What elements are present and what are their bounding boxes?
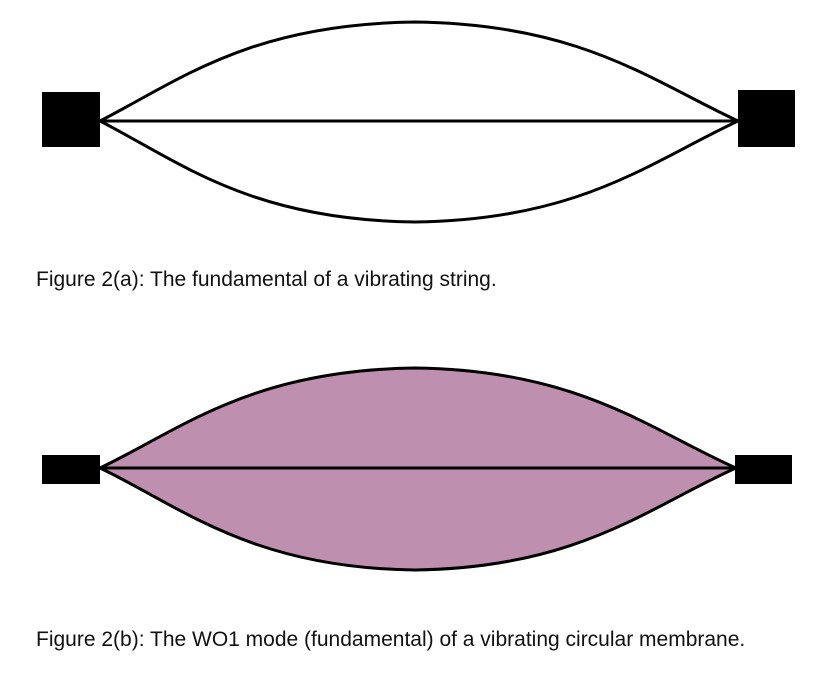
left-support-block xyxy=(42,92,100,147)
figure-2a-string-diagram xyxy=(42,20,795,224)
right-support-block xyxy=(738,90,795,147)
figure-2a-caption: Figure 2(a): The fundamental of a vibrat… xyxy=(36,268,497,291)
figure-2b-membrane-diagram xyxy=(42,366,792,572)
string-envelope-lower xyxy=(99,119,739,224)
left-membrane-edge-block xyxy=(42,455,100,484)
string-envelope-upper xyxy=(99,20,739,123)
right-membrane-edge-block xyxy=(735,455,792,484)
figure-2b-caption: Figure 2(b): The WO1 mode (fundamental) … xyxy=(36,628,746,651)
